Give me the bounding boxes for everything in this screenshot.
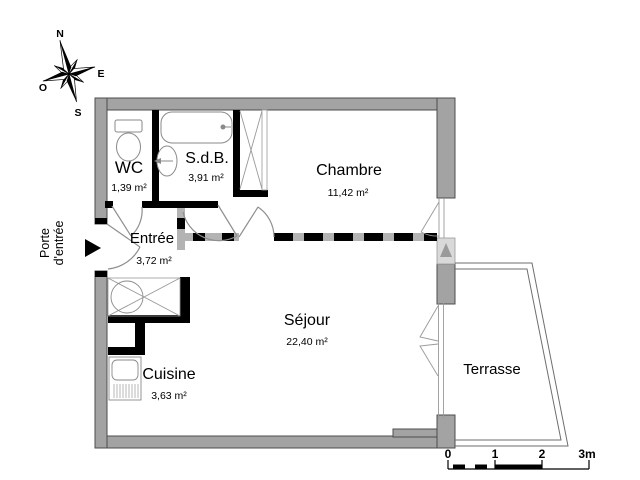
room-label-sejour: Séjour	[284, 312, 331, 329]
bathroom-sink-icon	[154, 145, 178, 177]
entrance-door-label-line2: d'entrée	[52, 221, 66, 266]
scale-tick-1: 1	[492, 447, 499, 461]
entrance-door-label: Porte d'entrée	[38, 221, 66, 266]
living-room-window	[419, 303, 444, 418]
compass-west-label: O	[39, 82, 47, 94]
room-area-sdb: 3,91 m²	[188, 172, 224, 184]
kitchen-sink-icon	[108, 356, 142, 401]
bedroom-window	[420, 198, 445, 238]
room-area-sejour: 22,40 m²	[286, 336, 328, 348]
bathroom-door-swing	[182, 204, 238, 242]
room-area-cuisine: 3,63 m²	[151, 390, 187, 402]
room-label-wc: WC	[115, 158, 143, 177]
room-label-chambre: Chambre	[316, 162, 382, 179]
terrace-outline	[455, 262, 569, 447]
room-label-cuisine: Cuisine	[142, 366, 195, 383]
room-label-terrasse: Terrasse	[463, 361, 521, 378]
duct-marker-icon	[436, 237, 456, 265]
compass-rose-icon: N E O S	[39, 28, 105, 119]
scale-tick-2: 2	[539, 447, 546, 461]
room-area-chambre: 11,42 m²	[328, 187, 369, 199]
scale-tick-3: 3m	[578, 447, 595, 461]
entrance-door-swing	[106, 223, 141, 270]
wc-door-swing	[111, 205, 143, 237]
interior-partitions	[105, 110, 268, 355]
outer-walls	[94, 97, 456, 449]
room-label-entree: Entrée	[130, 230, 174, 247]
closet-icon	[239, 109, 268, 191]
compass-east-label: E	[97, 68, 104, 80]
scale-tick-0: 0	[445, 447, 452, 461]
bedroom-door-swing	[238, 206, 275, 238]
entrance-arrow-icon	[85, 239, 101, 257]
room-area-entree: 3,72 m²	[136, 255, 172, 267]
bathtub-icon	[160, 111, 233, 144]
compass-south-label: S	[74, 107, 81, 119]
checkered-partition-walls	[177, 208, 437, 250]
toilet-icon	[114, 119, 143, 162]
washing-machine-icon	[107, 277, 181, 317]
scale-bar: 0 1 2 3m	[445, 447, 596, 470]
room-area-wc: 1,39 m²	[111, 182, 147, 194]
entrance-door-label-line1: Porte	[38, 228, 52, 258]
room-label-sdb: S.d.B.	[185, 150, 229, 167]
compass-north-label: N	[56, 28, 64, 40]
